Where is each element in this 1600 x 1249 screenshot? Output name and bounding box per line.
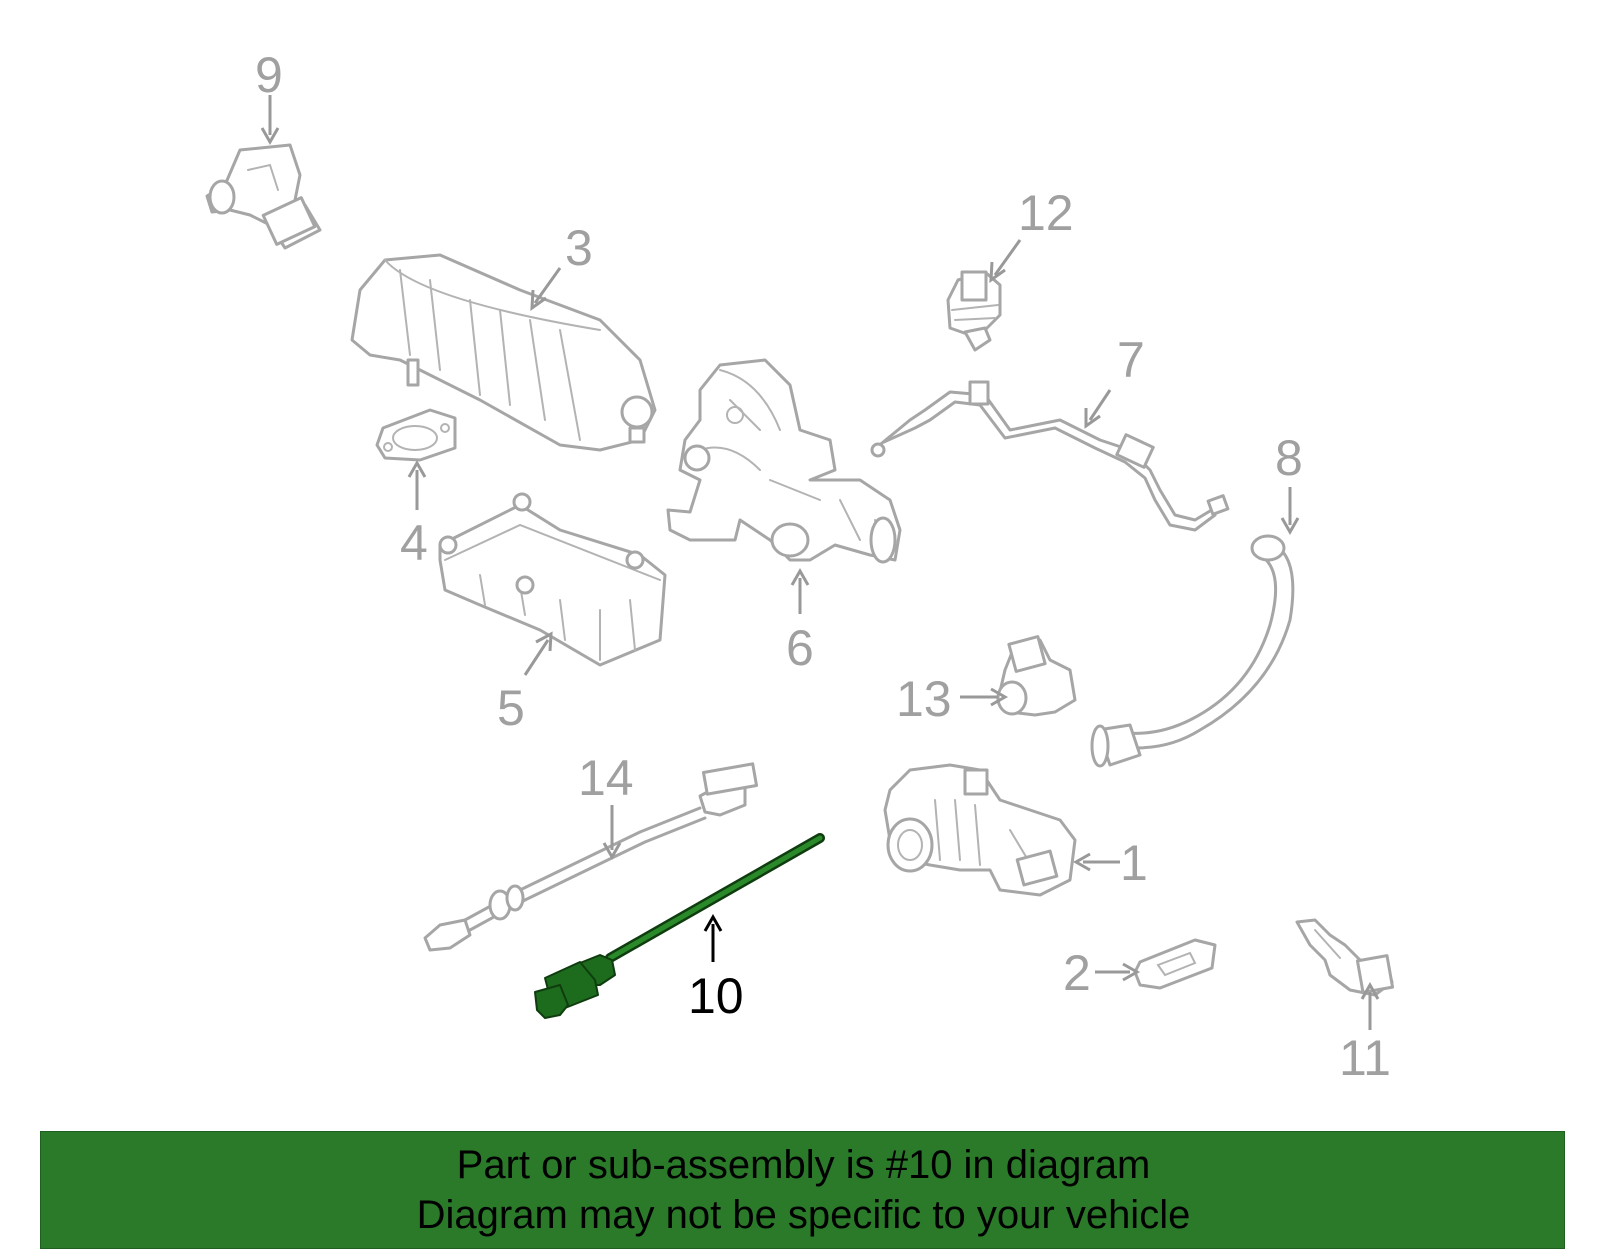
banner-line-disclaimer: Diagram may not be specific to your vehi… bbox=[416, 1193, 1191, 1237]
callout-8: 8 bbox=[1275, 430, 1303, 486]
part-12-switch[interactable] bbox=[946, 270, 1002, 352]
part-6-egr-valve[interactable] bbox=[666, 358, 902, 564]
part-8-hose[interactable] bbox=[1090, 534, 1295, 768]
leader-lines bbox=[260, 95, 1380, 1030]
callout-2: 2 bbox=[1063, 945, 1091, 1001]
callout-14: 14 bbox=[578, 750, 634, 806]
callout-9: 9 bbox=[255, 47, 283, 103]
part-3-egr-cooler[interactable] bbox=[350, 253, 657, 452]
callout-6: 6 bbox=[786, 620, 814, 676]
part-7-harness[interactable] bbox=[870, 380, 1230, 532]
callout-11: 11 bbox=[1339, 1030, 1391, 1086]
part-10-o2-sensor-highlighted[interactable] bbox=[534, 833, 825, 1019]
part-4-gasket[interactable] bbox=[375, 408, 457, 462]
part-14-o2-sensor[interactable] bbox=[423, 762, 759, 952]
part-2-gasket[interactable] bbox=[1133, 938, 1217, 990]
part-1-valve-body[interactable] bbox=[883, 763, 1077, 897]
callout-7: 7 bbox=[1117, 332, 1145, 388]
part-11-sensor[interactable] bbox=[1295, 918, 1395, 997]
callout-4: 4 bbox=[400, 515, 428, 571]
part-13-sensor[interactable] bbox=[996, 635, 1077, 717]
callout-3: 3 bbox=[565, 220, 593, 276]
callout-5: 5 bbox=[497, 680, 525, 736]
info-banner: Part or sub-assembly is #10 in diagram D… bbox=[40, 1131, 1565, 1249]
callout-12: 12 bbox=[1018, 185, 1074, 241]
callout-1: 1 bbox=[1120, 835, 1148, 891]
callout-10: 10 bbox=[688, 968, 744, 1024]
callout-13: 13 bbox=[896, 671, 952, 727]
part-9-sensor[interactable] bbox=[205, 143, 322, 250]
part-5-housing[interactable] bbox=[438, 492, 667, 667]
banner-line-part: Part or sub-assembly is #10 in diagram bbox=[456, 1143, 1151, 1187]
